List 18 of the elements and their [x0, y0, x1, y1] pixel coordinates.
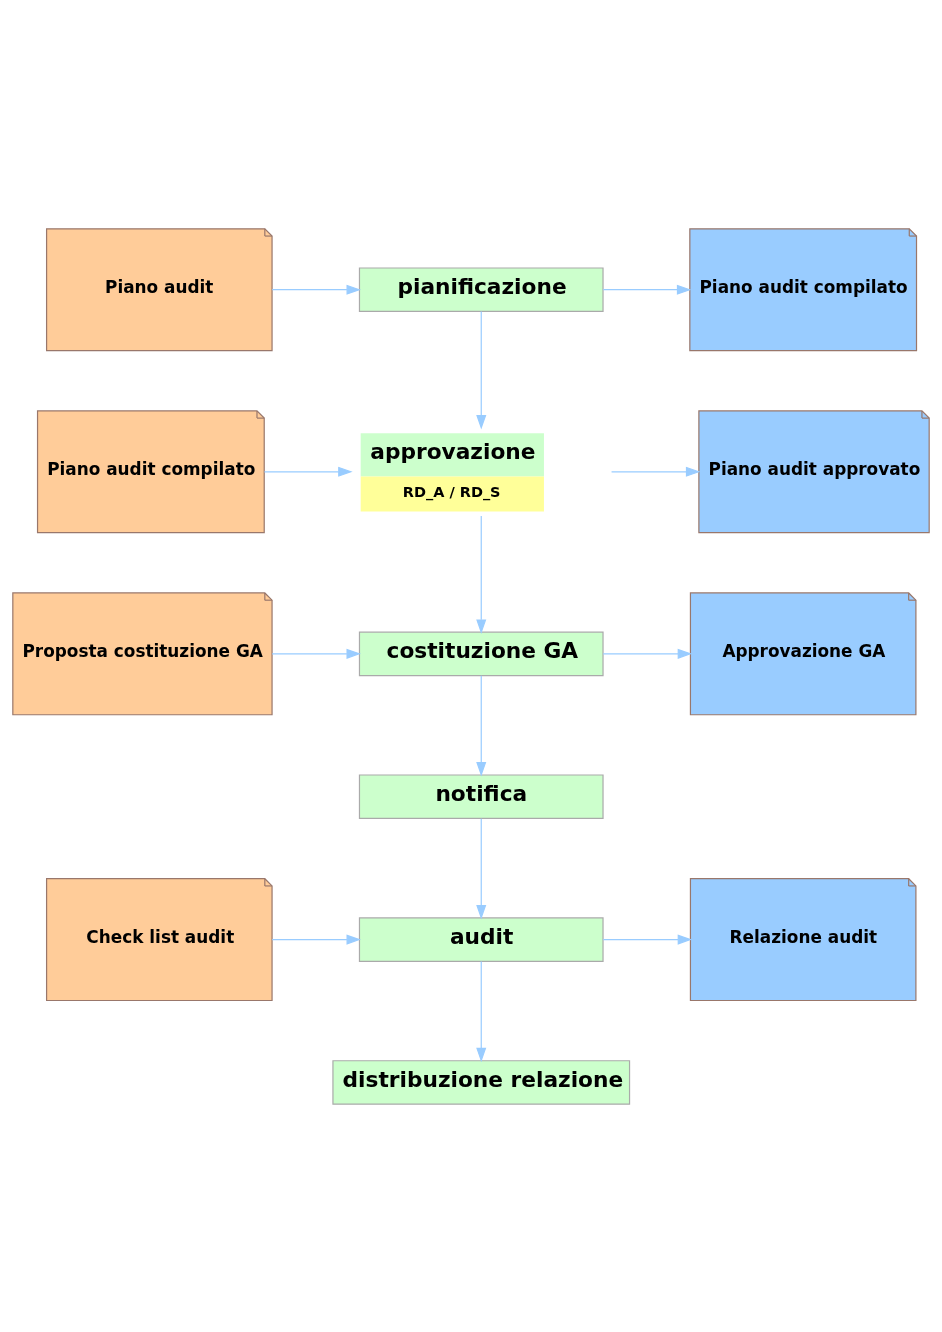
node-box: distribuzione relazione	[332, 1059, 631, 1105]
arrow	[602, 934, 693, 945]
arrow	[476, 674, 487, 777]
node-box: pianificazione	[358, 266, 604, 312]
node-box: notifica	[358, 773, 604, 819]
arrow	[476, 310, 487, 430]
node-box: audit	[358, 916, 604, 962]
node-box: costituzione GA	[358, 631, 604, 676]
arrow	[271, 648, 361, 659]
arrow	[602, 648, 693, 659]
arrow	[263, 466, 353, 477]
arrow	[602, 284, 692, 295]
arrow	[271, 934, 361, 945]
arrow	[271, 284, 361, 295]
arrow	[476, 514, 487, 634]
arrow	[476, 960, 487, 1062]
arrow	[610, 466, 701, 477]
arrow	[476, 817, 487, 919]
